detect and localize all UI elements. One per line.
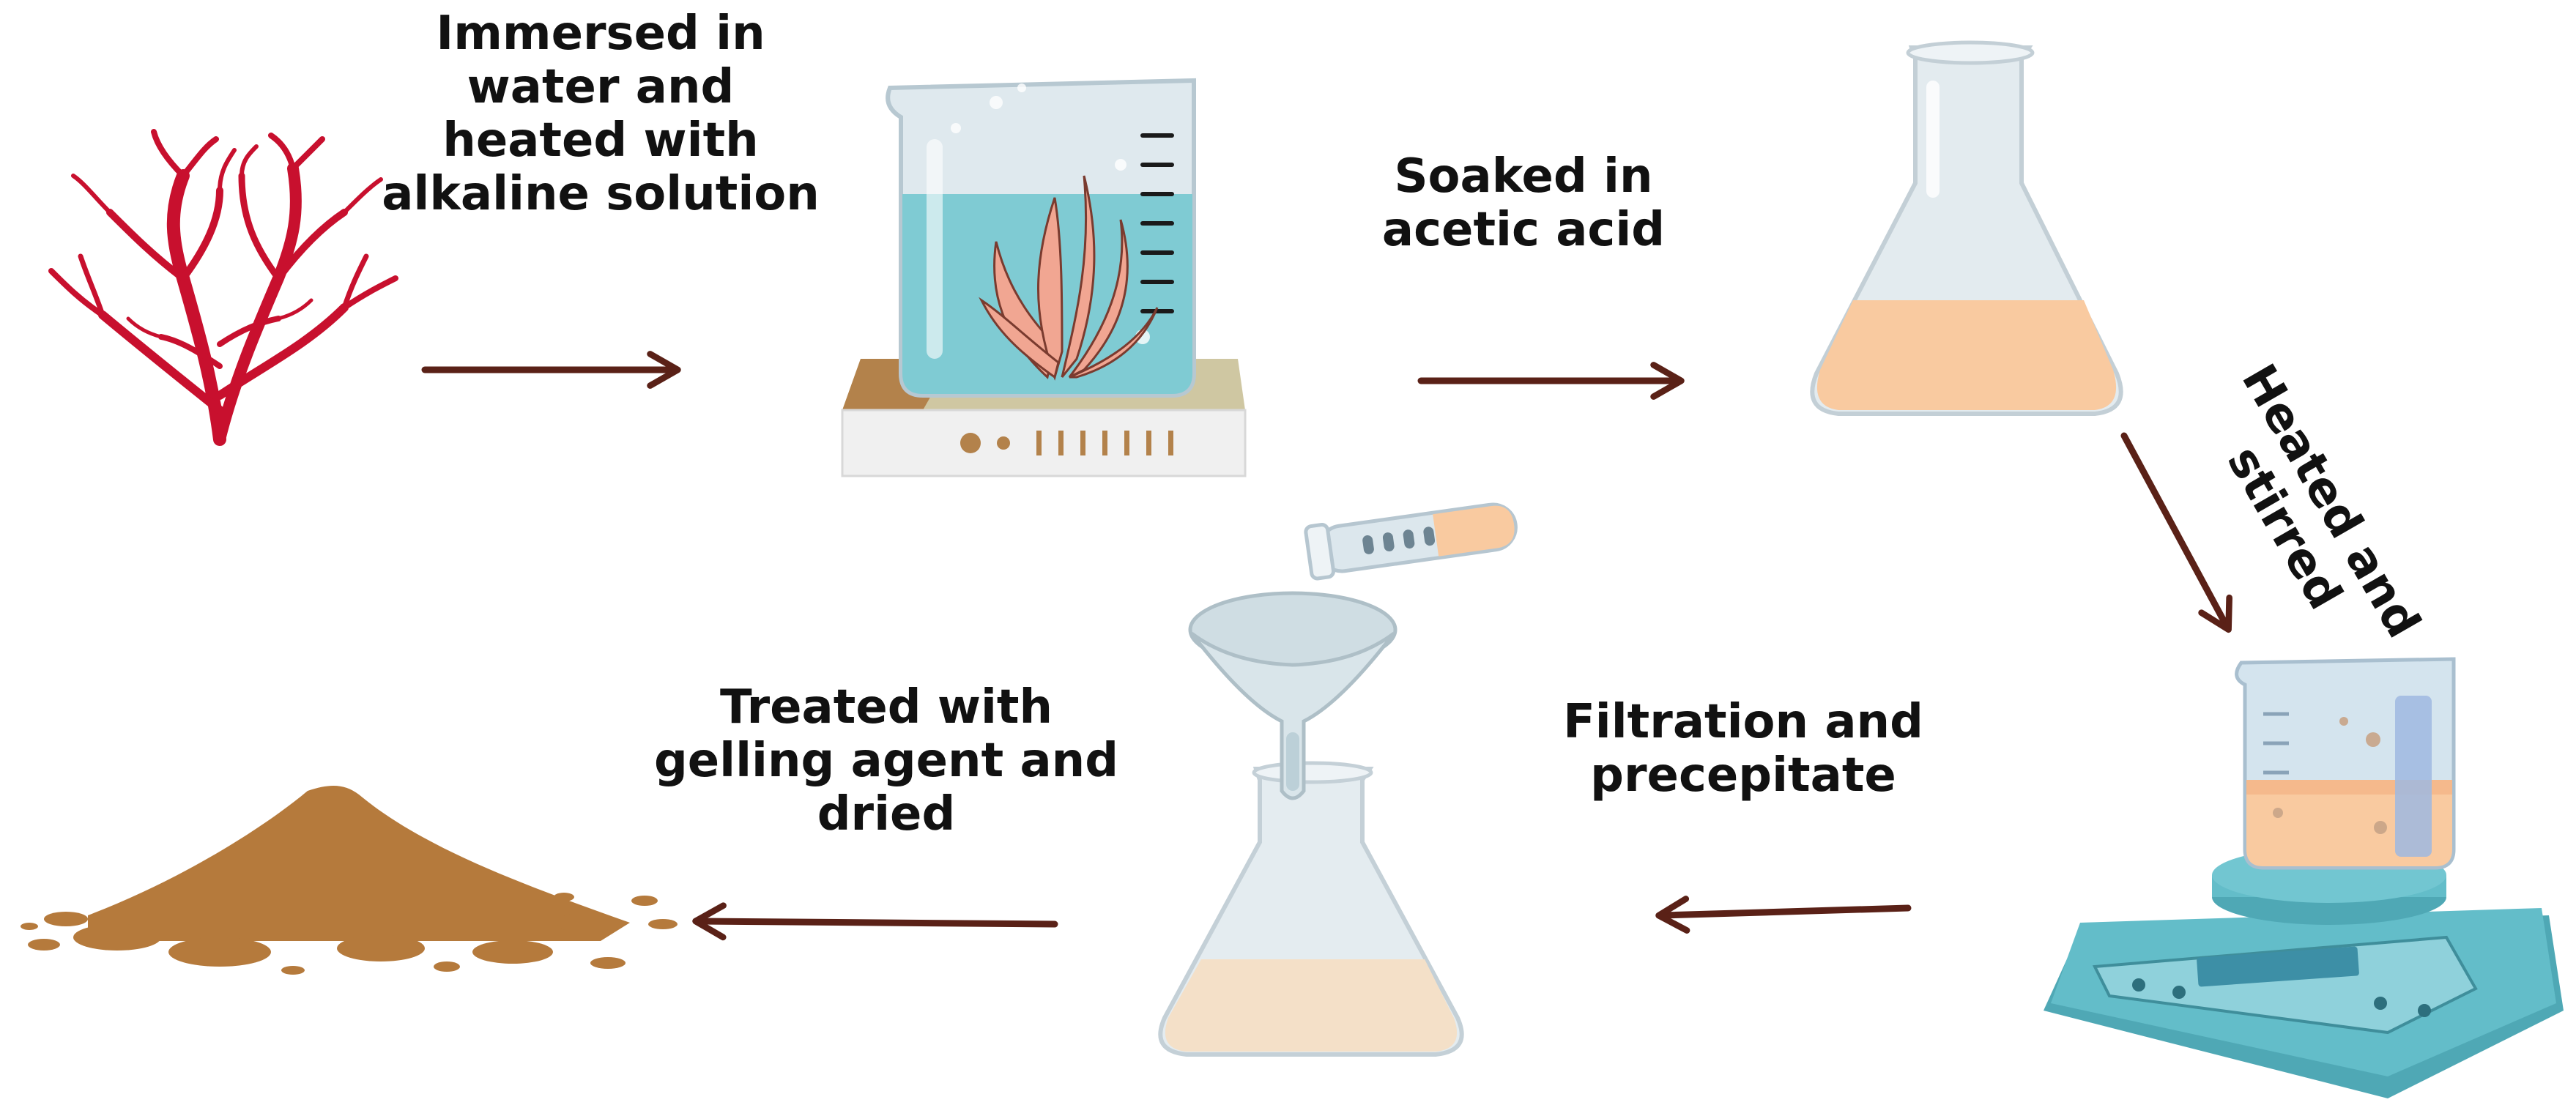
beaker-on-hotplate-icon — [841, 78, 1247, 477]
step-2-label: Soaked in acetic acid — [1318, 150, 1729, 257]
powder-pile-icon — [21, 786, 678, 975]
step-1-line-4: alkaline solution — [382, 166, 820, 221]
step-5-label: Treated with gelling agent and dried — [608, 681, 1165, 841]
step-1-label: Immersed in water and heated with alkali… — [344, 7, 857, 221]
arrow-3 — [2120, 432, 2232, 633]
step-1-line-2: water and — [467, 59, 735, 114]
test-tube-icon — [1304, 502, 1518, 581]
step-4-line-1: Filtration and — [1563, 695, 1923, 749]
step-2-line-2: acetic acid — [1381, 202, 1666, 257]
step-4-label: Filtration and precepitate — [1509, 696, 1978, 803]
red-seaweed-icon — [48, 129, 398, 446]
step-5-line-2: gelling agent and — [653, 733, 1119, 788]
arrow-4 — [1655, 896, 1912, 934]
step-5-line-1: Treated with — [719, 680, 1053, 734]
arrow-5 — [692, 902, 1058, 941]
beaker-on-stirrer-icon — [2044, 657, 2564, 1098]
step-4-line-2: precepitate — [1590, 748, 1896, 803]
step-1-line-3: heated with — [442, 113, 759, 168]
erlenmeyer-flask-icon — [1810, 40, 2123, 416]
step-5-line-3: dried — [817, 786, 956, 841]
step-1-line-1: Immersed in — [436, 7, 765, 61]
step-2-line-1: Soaked in — [1394, 149, 1653, 204]
funnel-flask-icon — [1158, 591, 1464, 1057]
